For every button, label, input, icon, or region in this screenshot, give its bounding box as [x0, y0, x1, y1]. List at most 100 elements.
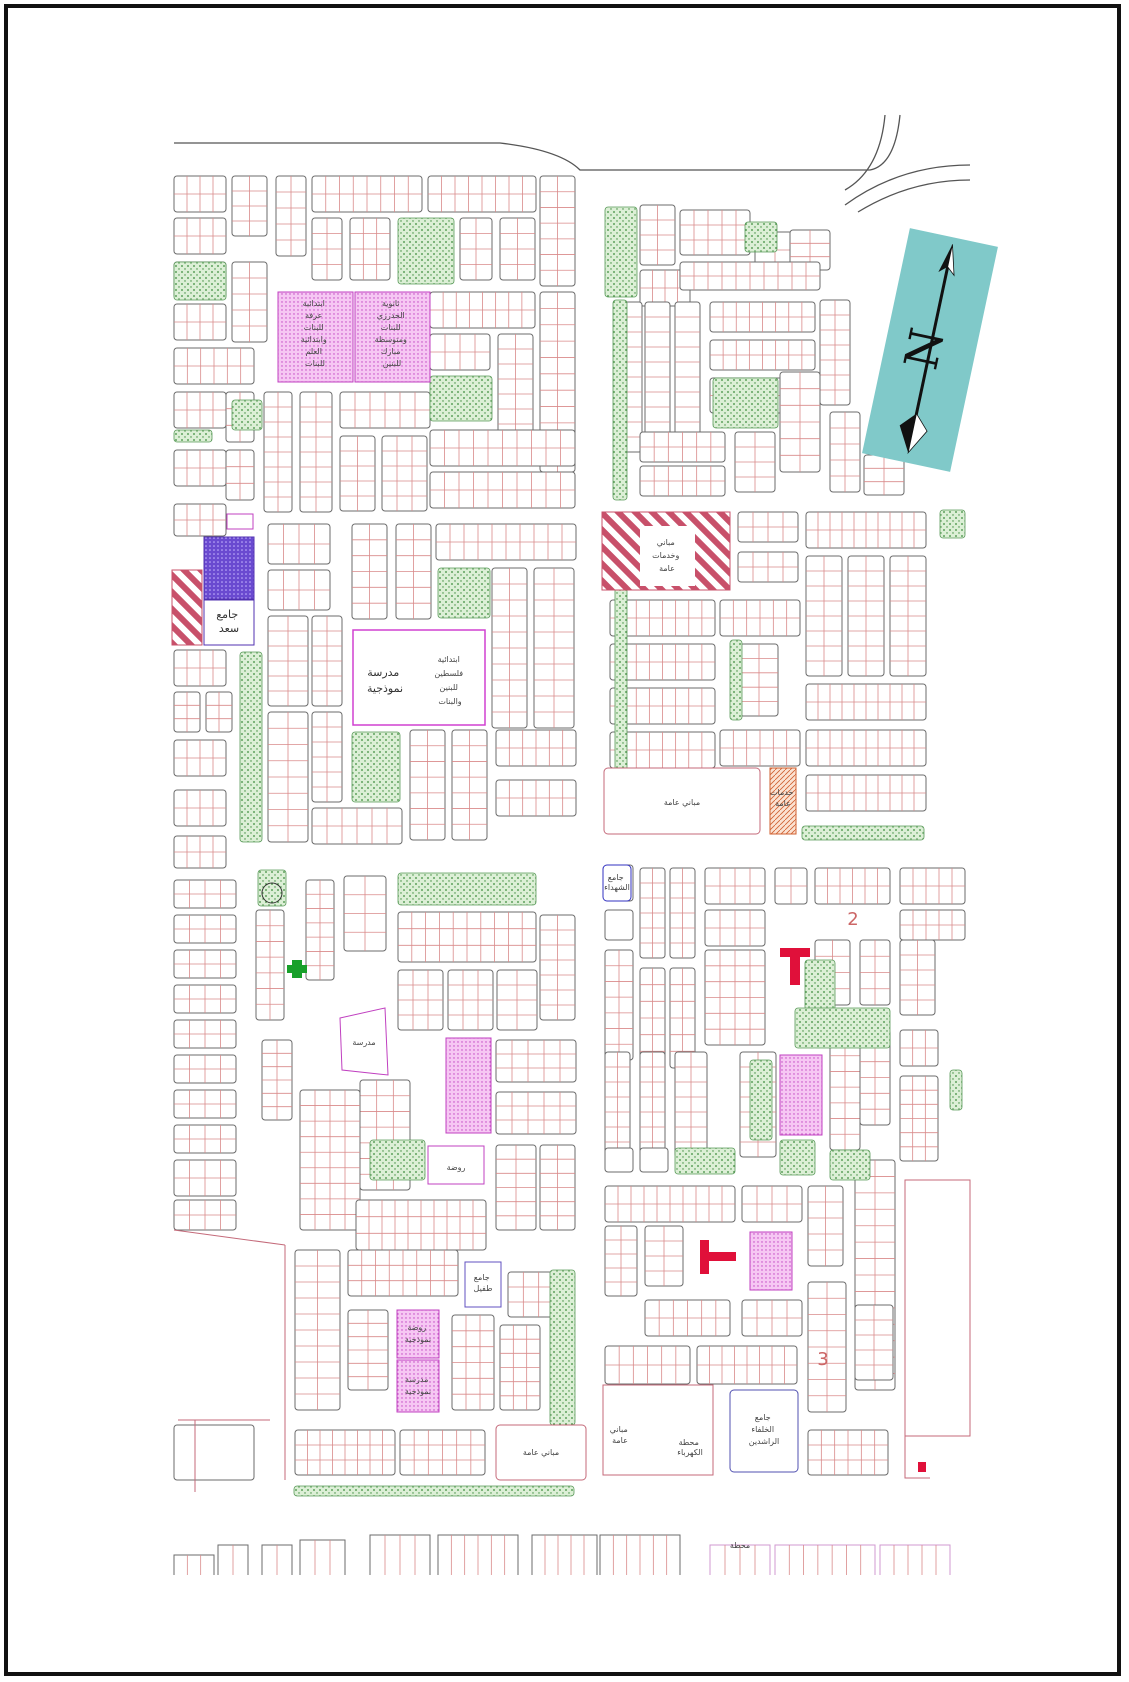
green-area [779, 1139, 816, 1176]
lot-block [829, 411, 861, 493]
lot-block [173, 1019, 237, 1049]
map-frame [4, 4, 1121, 1676]
school-tl-right-label: ثانوية الحدرزي للبنات ومتوسطة مبارك للبن… [375, 299, 410, 368]
lot-block [267, 569, 331, 611]
lot-block [644, 1225, 684, 1287]
lot-block [173, 1054, 237, 1084]
lot-block [495, 1039, 577, 1083]
lot-block [349, 217, 391, 281]
lot-block [847, 555, 885, 677]
mosque-mid-label: جامع الشهداء [604, 873, 630, 892]
school-tl-left-text: ابتدائية عرفة للبنات وابتدائية العلم للب… [301, 299, 330, 368]
lot-block [604, 1345, 691, 1385]
lot-block [779, 371, 821, 473]
lot-block [447, 969, 494, 1031]
lot-block-partial [879, 1544, 951, 1581]
lot-block [173, 1124, 237, 1154]
green-area [801, 825, 925, 841]
lot-block [294, 1249, 341, 1411]
lot-block [459, 217, 493, 281]
lot-block [496, 969, 538, 1031]
station-label: محطة [730, 1541, 750, 1550]
mosque-saad-label: جامع سعد [216, 608, 241, 635]
lot-block [429, 291, 536, 329]
lot-block [854, 1304, 894, 1381]
lot-block [173, 879, 237, 909]
mosque-caliphs-label: جامع الخلفاء الراشدين [749, 1413, 780, 1446]
lot-block [305, 879, 335, 981]
lot-block [889, 555, 927, 677]
lot-block [696, 1345, 798, 1385]
lot-block [639, 1147, 669, 1173]
lot-block [604, 1147, 634, 1173]
lot-block [231, 175, 268, 237]
lot-block [639, 1051, 666, 1158]
lot-block [737, 511, 799, 543]
lot-block [863, 454, 905, 496]
lot-block-partial [369, 1534, 431, 1581]
lot-block [173, 789, 227, 827]
lot-block [739, 643, 779, 717]
lot-block [294, 1429, 396, 1476]
school-mid-label: مدرسة [352, 1038, 375, 1047]
lot-block [679, 261, 821, 291]
lot-block [499, 217, 536, 281]
green-area [549, 1269, 576, 1426]
green-area [612, 299, 628, 501]
lot-block [231, 261, 268, 343]
lot-block [173, 449, 227, 487]
lot-block [719, 729, 801, 767]
lot-block [669, 867, 696, 959]
lot-block [495, 1144, 537, 1231]
lot-block [173, 175, 227, 213]
lot-block [495, 729, 577, 767]
lot-block [261, 1039, 293, 1121]
lot-block [679, 209, 751, 256]
lot-block [807, 1281, 847, 1413]
lot-block [709, 339, 816, 371]
lot-block [807, 1429, 889, 1476]
north-arrow: N [862, 228, 998, 472]
lot-block [639, 465, 726, 497]
lot-block [429, 471, 576, 509]
lot-block [609, 599, 716, 637]
lot-block [395, 523, 432, 620]
model-school-low-label: مدرسة نموذجية [405, 1375, 431, 1396]
lot-block [267, 615, 309, 707]
lot-block [604, 909, 634, 941]
power-station [904, 1179, 971, 1479]
lot-block [674, 1051, 708, 1158]
green-area [397, 217, 455, 285]
school-tl [277, 291, 431, 383]
lot-block [499, 1324, 541, 1411]
mosque-saad [171, 513, 255, 646]
lot-block [741, 1185, 803, 1223]
lot-block-partial [531, 1534, 598, 1581]
lot-block-partial [709, 1544, 771, 1581]
mosque-tofail-label: جامع طفيل [474, 1273, 493, 1293]
lot-block [347, 1249, 459, 1297]
green-area [674, 1147, 736, 1175]
lot-block-partial [774, 1544, 876, 1581]
roundabout-park [261, 882, 307, 978]
lot-block [609, 643, 716, 681]
services-public-label: مباني عامة [664, 798, 700, 807]
lot-block [173, 503, 227, 537]
lot-block [451, 729, 488, 841]
school-mid [339, 1007, 492, 1185]
marker-t-lower [700, 1240, 736, 1274]
green-area [949, 1069, 963, 1111]
lot-block [805, 729, 927, 767]
lot-block [604, 949, 634, 1061]
lot-block [819, 299, 851, 406]
lot-block [737, 551, 799, 583]
lot-block [311, 175, 423, 213]
residential-blocks [173, 175, 966, 1492]
lot-block [173, 739, 227, 777]
lot-block [339, 391, 431, 429]
lot-block [539, 914, 576, 1021]
services-hatched-label: مباني وخدمات عامة [652, 538, 682, 573]
lot-block [639, 867, 666, 959]
lot-block [674, 301, 701, 453]
